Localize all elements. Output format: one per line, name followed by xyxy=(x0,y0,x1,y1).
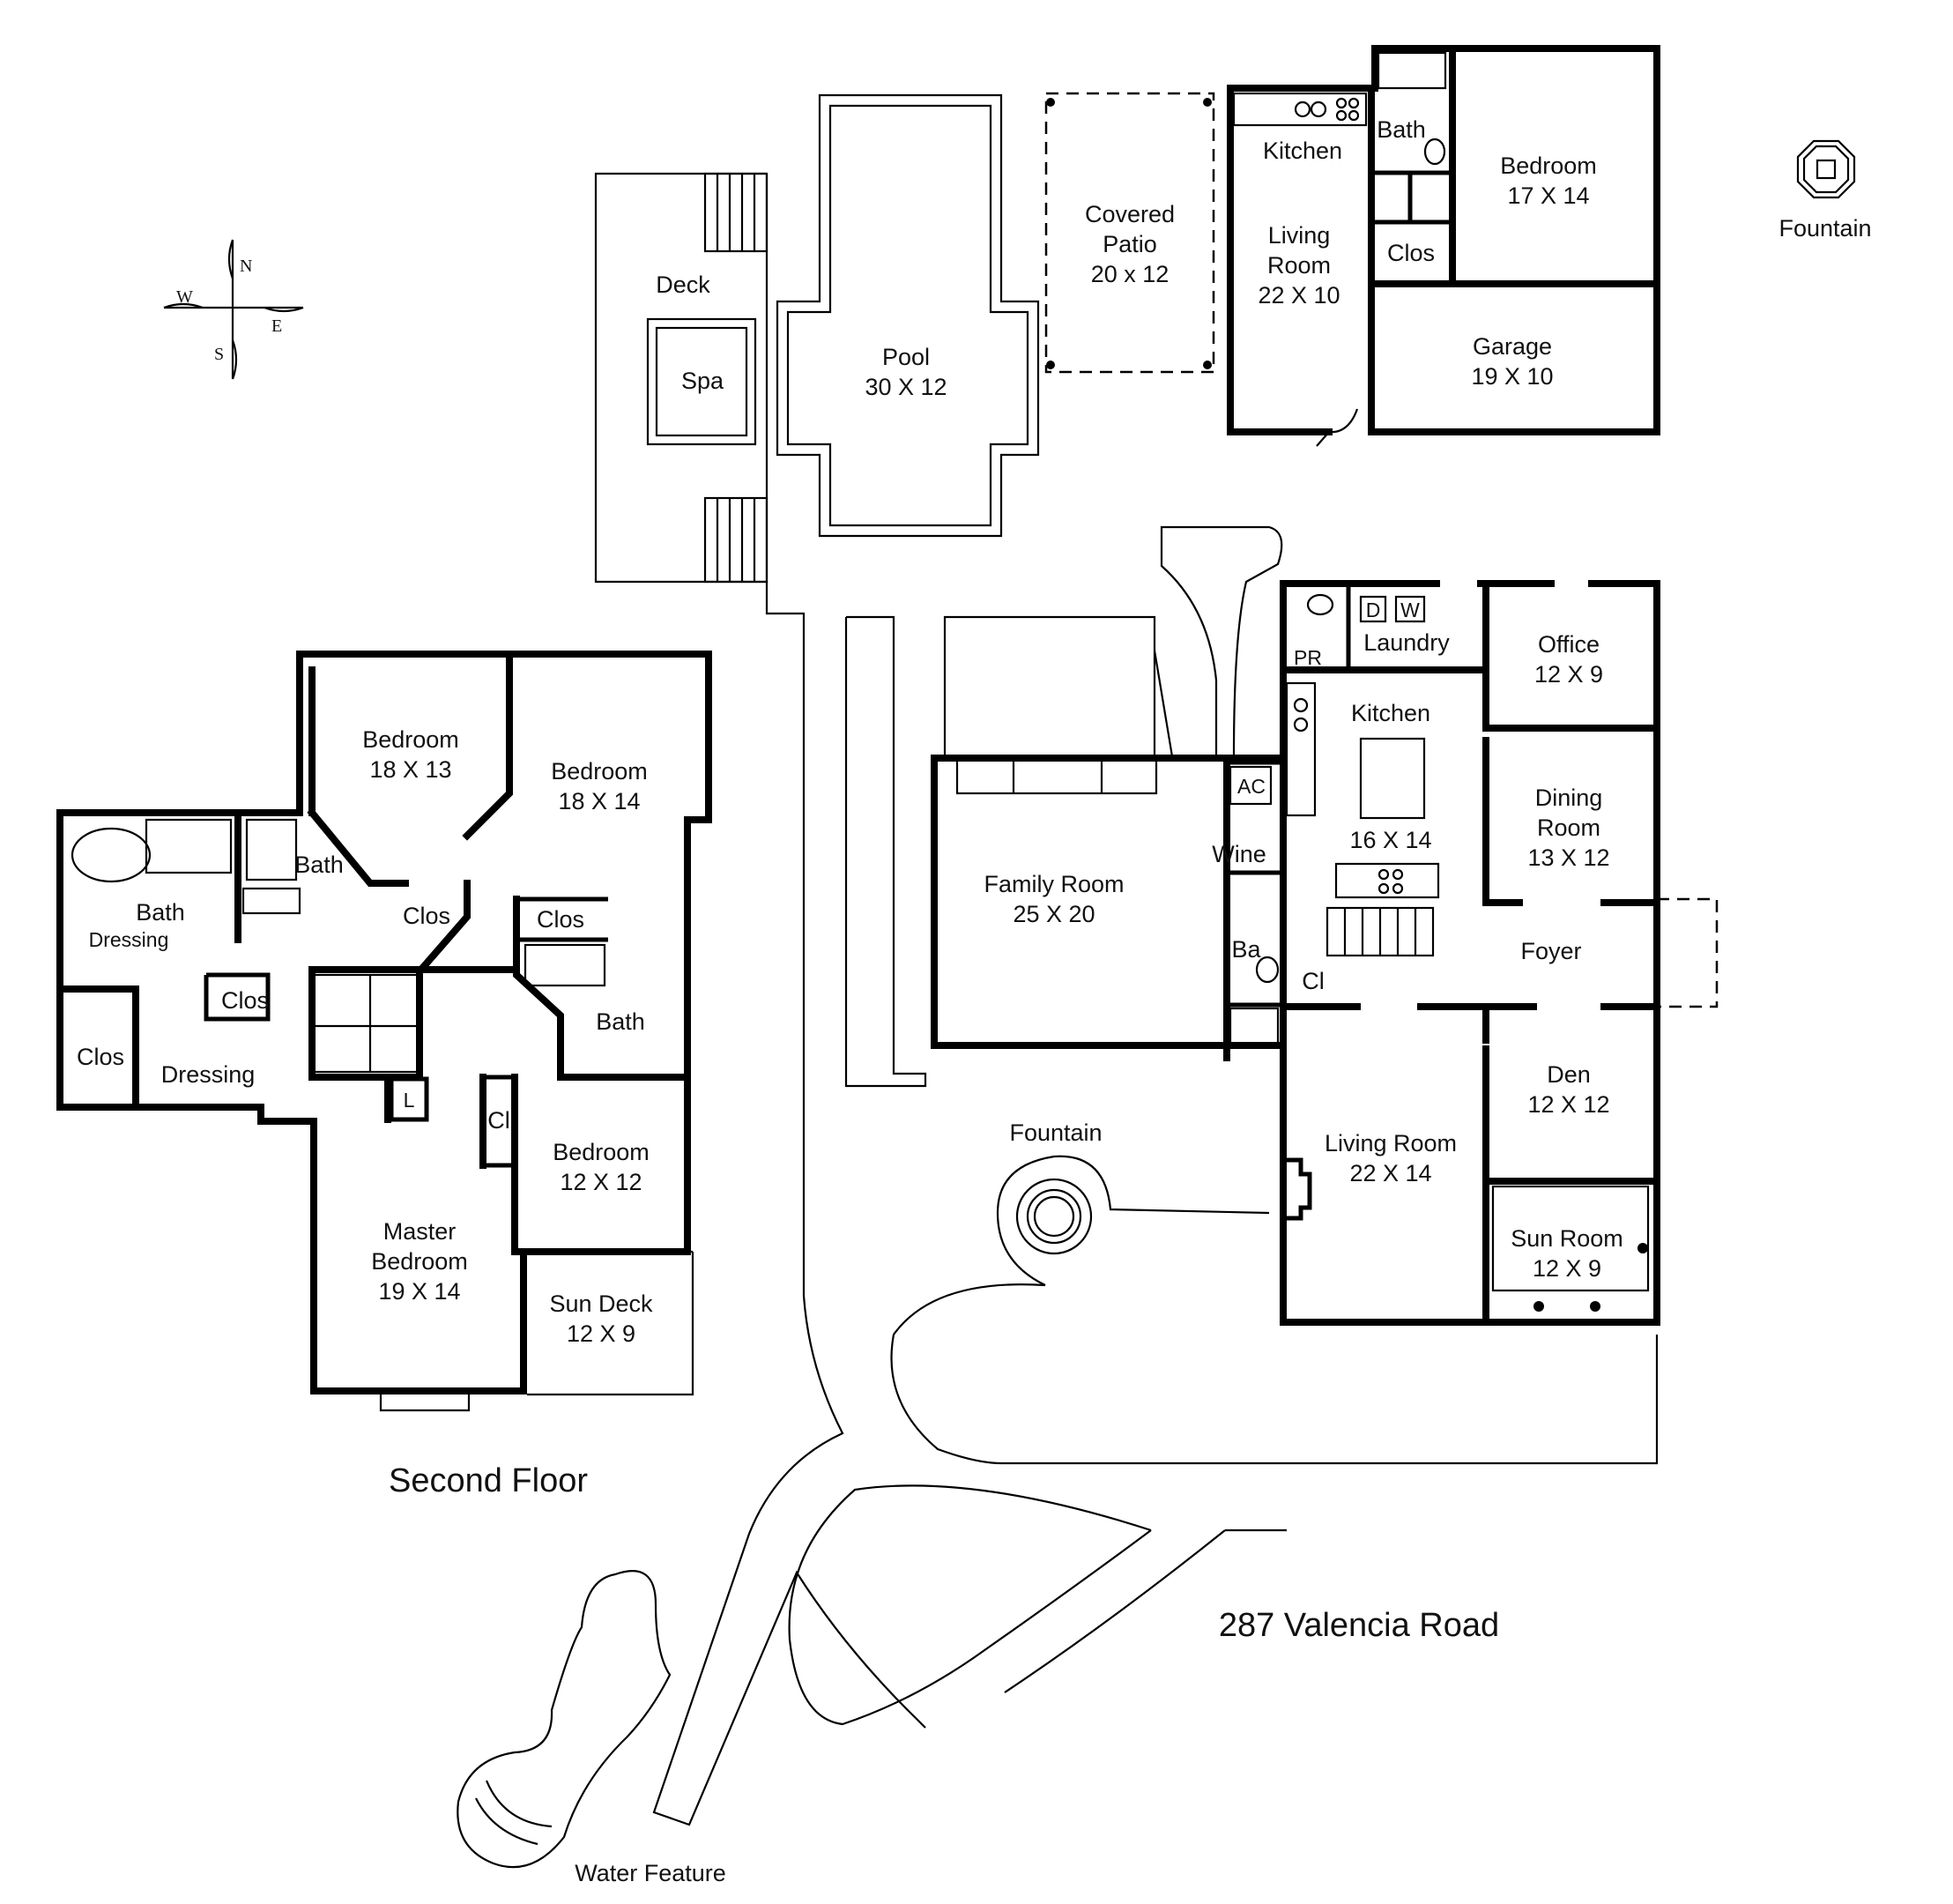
compass-west: W xyxy=(176,287,193,307)
driveway xyxy=(652,582,1659,1826)
dryer-label: D xyxy=(1366,599,1381,621)
washer-label: W xyxy=(1400,599,1420,621)
deck-label: Deck xyxy=(656,271,710,298)
ac-label: AC xyxy=(1237,775,1266,798)
pool-label: Pool xyxy=(882,344,930,370)
compass-east: E xyxy=(271,316,282,336)
guest-house: Kitchen Bath Bedroom 17 X 14 Living Room… xyxy=(1227,45,1660,447)
master-bath-label: Bath xyxy=(136,899,185,926)
office-size: 12 X 9 xyxy=(1534,661,1603,688)
bedroom-c-size: 12 X 12 xyxy=(560,1169,642,1195)
family-room-label: Family Room xyxy=(984,871,1124,897)
guest-living-label-1: Living xyxy=(1268,222,1331,249)
compass-south: S xyxy=(214,345,224,364)
compass-rose: N S E W xyxy=(163,239,304,380)
main-closet-label: Cl xyxy=(1302,968,1325,994)
fountain-northeast-label: Fountain xyxy=(1778,215,1871,242)
pool: Pool 30 X 12 xyxy=(776,93,1040,538)
pool-size: 30 X 12 xyxy=(865,374,947,400)
closet-master-label: Clos xyxy=(221,987,269,1014)
guest-closet-label: Clos xyxy=(1387,240,1435,266)
bedroom-b-size: 18 X 14 xyxy=(558,788,640,814)
fountain-yard: Fountain xyxy=(996,1119,1270,1286)
foyer-label: Foyer xyxy=(1520,938,1581,964)
guest-bedroom-size: 17 X 14 xyxy=(1507,182,1589,209)
guest-bath-label: Bath xyxy=(1377,116,1426,143)
compass-north: N xyxy=(240,257,252,276)
bedroom-a-size: 18 X 13 xyxy=(369,756,451,783)
sun-deck-size: 12 X 9 xyxy=(567,1320,635,1347)
closet-mid-label: Clos xyxy=(403,903,450,929)
bath-right-label: Bath xyxy=(596,1008,645,1035)
covered-patio-size: 20 x 12 xyxy=(1091,261,1170,287)
master-bedroom-label-1: Master xyxy=(383,1218,457,1245)
kitchen-label: Kitchen xyxy=(1351,700,1430,726)
linen-label: L xyxy=(404,1089,415,1112)
dining-room-size: 13 X 12 xyxy=(1527,844,1609,871)
guest-bedroom-label: Bedroom xyxy=(1500,152,1597,179)
living-room-label: Living Room xyxy=(1325,1130,1457,1157)
guest-living-size: 22 X 10 xyxy=(1258,282,1340,309)
closet-b-label: Clos xyxy=(537,906,584,933)
office-label: Office xyxy=(1538,631,1600,658)
den-size: 12 X 12 xyxy=(1527,1091,1609,1118)
second-floor: Bedroom 18 X 13 Bedroom 18 X 14 Bath Dre… xyxy=(56,651,712,1412)
second-floor-title: Second Floor xyxy=(389,1462,588,1499)
main-bath-label: Ba xyxy=(1231,936,1261,963)
sun-deck-label: Sun Deck xyxy=(549,1290,653,1317)
guest-living-label-2: Room xyxy=(1267,252,1331,279)
garage-label: Garage xyxy=(1473,333,1552,360)
address-title: 287 Valencia Road xyxy=(1219,1607,1499,1644)
covered-patio-label-2: Patio xyxy=(1103,231,1157,257)
bedroom-b-label: Bedroom xyxy=(551,758,648,785)
bath-mid-label: Bath xyxy=(294,852,344,878)
closet-left-label: Clos xyxy=(77,1044,124,1070)
master-bedroom-size: 19 X 14 xyxy=(378,1278,460,1305)
bedroom-a-label: Bedroom xyxy=(362,726,459,753)
living-room-size: 22 X 14 xyxy=(1349,1160,1431,1186)
main-floor: PR D W Laundry Office 12 X 9 Kitchen 16 … xyxy=(844,525,1719,1326)
dressing-label: Dressing xyxy=(161,1061,256,1088)
master-bedroom-label-2: Bedroom xyxy=(371,1248,468,1275)
fountain-northeast: Fountain xyxy=(1778,139,1872,242)
den-label: Den xyxy=(1547,1061,1591,1088)
kitchen-size: 16 X 14 xyxy=(1349,827,1431,853)
spa-label: Spa xyxy=(681,368,724,394)
sun-room-label: Sun Room xyxy=(1511,1225,1623,1252)
water-feature-label: Water Feature xyxy=(575,1860,726,1886)
closet-small-label: Cl xyxy=(487,1107,510,1134)
dining-room-label-1: Dining xyxy=(1535,785,1603,811)
powder-room-label: PR xyxy=(1294,646,1322,669)
deck-area: Deck Spa xyxy=(594,172,769,584)
dressing-small-label: Dressing xyxy=(89,928,169,951)
bedroom-c-label: Bedroom xyxy=(553,1139,650,1165)
fountain-yard-label: Fountain xyxy=(1009,1119,1102,1146)
dining-room-label-2: Room xyxy=(1537,814,1600,841)
laundry-label: Laundry xyxy=(1363,629,1450,656)
water-feature: Water Feature xyxy=(457,1570,726,1886)
family-room-size: 25 X 20 xyxy=(1013,901,1095,927)
sun-room-size: 12 X 9 xyxy=(1533,1255,1601,1282)
garage-size: 19 X 10 xyxy=(1471,363,1553,390)
guest-kitchen-label: Kitchen xyxy=(1263,138,1342,164)
covered-patio-label-1: Covered xyxy=(1085,201,1175,227)
covered-patio: Covered Patio 20 x 12 xyxy=(1044,92,1215,374)
wine-label: Wine xyxy=(1212,841,1266,867)
